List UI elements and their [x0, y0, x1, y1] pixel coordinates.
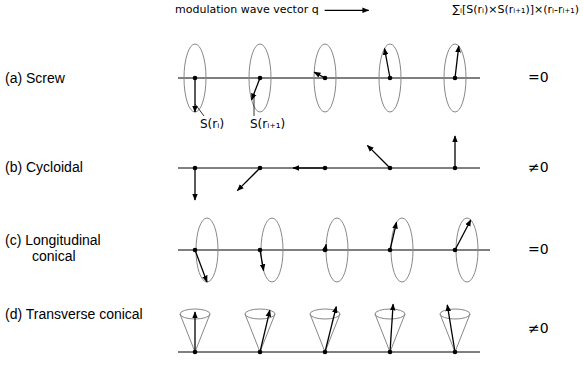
chain-axis [178, 78, 480, 79]
spin-arrow [325, 244, 326, 250]
spin-arrow [195, 250, 207, 282]
wave-vector-arrow [325, 10, 369, 11]
spin-arrow [314, 72, 325, 78]
spin-arrow [260, 250, 264, 271]
cone-outline [440, 314, 470, 352]
row-label: (d) Transverse conical [5, 306, 144, 322]
result-value: =0 [528, 69, 549, 85]
formula-label: ∑ᵢ[S(rᵢ)×S(rᵢ₊₁)]×(rᵢ-rᵢ₊₁) [453, 4, 579, 17]
spin-arrow [194, 78, 195, 112]
spin-plane [261, 218, 283, 282]
chain-axis [178, 352, 480, 353]
spin-label: S(rᵢ₊₁) [250, 118, 285, 132]
spin-plane [375, 309, 405, 319]
spin-arrow [325, 307, 336, 352]
spin-arrow [455, 46, 459, 78]
spin-plane [196, 218, 218, 282]
spin-arrow [390, 304, 393, 352]
spin-arrow [252, 78, 260, 100]
spin-arrow [293, 167, 325, 168]
row-label: (c) Longitudinal conical [5, 232, 147, 264]
result-value: =0 [528, 241, 549, 257]
spin-plane [440, 309, 470, 319]
row-label: (a) Screw [5, 70, 65, 86]
spin-plane [314, 44, 336, 112]
leader-line [195, 104, 204, 116]
spin-arrow [385, 49, 391, 78]
spin-plane [245, 309, 275, 319]
spin-label: S(rᵢ) [200, 118, 224, 132]
spin-arrow [194, 168, 195, 200]
cone-outline [245, 314, 275, 352]
spin-plane [249, 44, 271, 112]
spin-plane [326, 218, 348, 282]
spin-arrow [260, 310, 270, 352]
spin-plane [184, 44, 206, 112]
cone-outline [310, 314, 340, 352]
row-label: (b) Cycloidal [5, 159, 83, 175]
spin-plane [379, 44, 401, 112]
spin-arrow [194, 312, 195, 352]
spin-plane [456, 218, 478, 282]
spin-plane [444, 44, 466, 112]
spin-arrow [447, 305, 455, 352]
result-value: ≠0 [528, 159, 549, 175]
result-value: ≠0 [528, 320, 549, 336]
leader-line [254, 96, 255, 116]
spin-arrow [454, 136, 455, 168]
chain-axis [178, 250, 490, 251]
axis-label: modulation wave vector q [175, 4, 319, 17]
chain-axis [178, 168, 480, 169]
spin-arrow [237, 168, 260, 191]
spin-plane [391, 218, 413, 282]
spin-arrow [390, 222, 397, 250]
spin-arrow [455, 220, 471, 250]
spin-arrow [367, 145, 390, 168]
